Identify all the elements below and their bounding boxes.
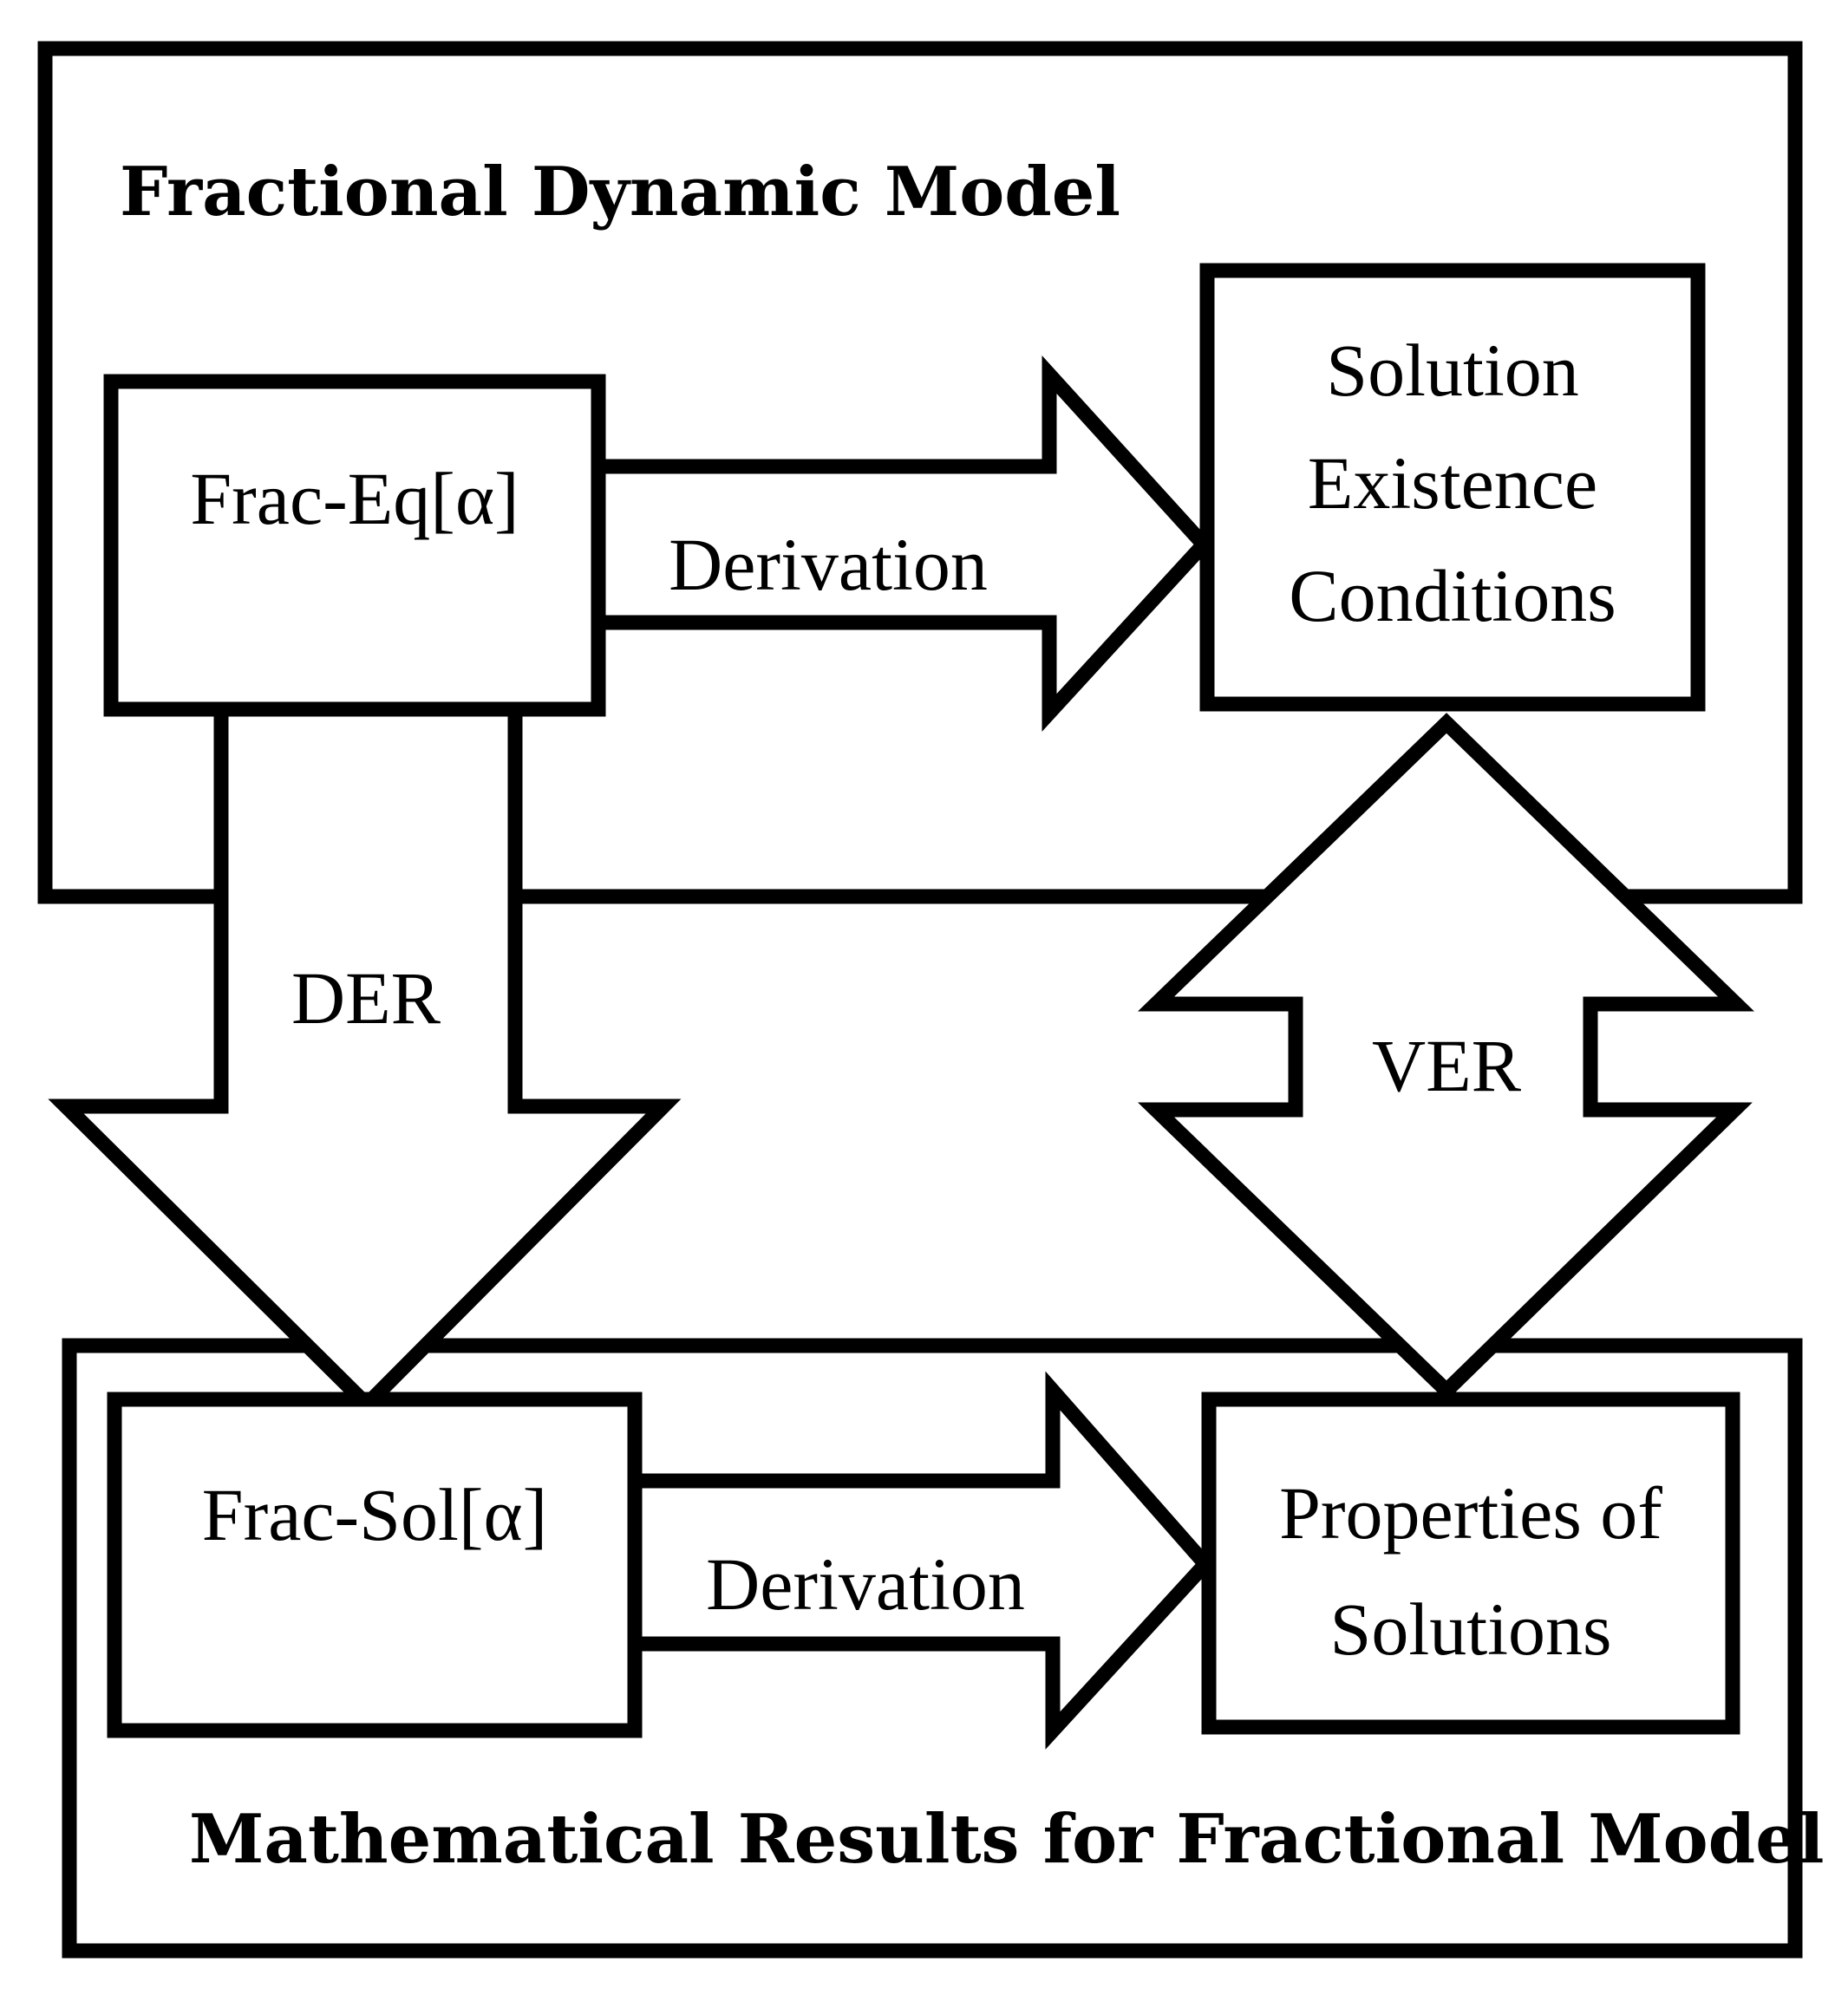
arrow-derivation-top: Derivation bbox=[573, 355, 1214, 732]
arrow-label: DER bbox=[291, 956, 441, 1040]
arrow-shape bbox=[608, 1371, 1216, 1750]
node-box bbox=[1201, 1392, 1740, 1735]
node-solution-existence-conditions: Solution Existence Conditions bbox=[1199, 263, 1706, 712]
node-label-line: Solutions bbox=[1330, 1587, 1612, 1671]
node-frac-sol: Frac-Sol[α] bbox=[107, 1392, 643, 1738]
region-border bbox=[62, 1338, 1803, 1959]
arrow-derivation-bottom: Derivation bbox=[608, 1371, 1216, 1750]
region-title: Fractional Dynamic Model bbox=[120, 153, 1120, 231]
arrow-shape bbox=[1137, 713, 1754, 1401]
arrow-shape bbox=[48, 701, 682, 1416]
node-box bbox=[1199, 263, 1706, 712]
arrow-der: DER bbox=[48, 701, 682, 1416]
region-fractional-dynamic-model: Fractional Dynamic Model bbox=[37, 41, 1803, 904]
arrow-label: Derivation bbox=[706, 1542, 1025, 1626]
node-box bbox=[107, 1392, 643, 1738]
node-label-line: Solution bbox=[1326, 329, 1579, 412]
arrow-label: VER bbox=[1372, 1024, 1522, 1107]
arrow-shape bbox=[573, 355, 1214, 732]
node-label-line: Existence bbox=[1308, 441, 1597, 525]
node-label-line: Properties of bbox=[1279, 1471, 1662, 1555]
node-frac-eq: Frac-Eq[α] bbox=[103, 374, 606, 717]
node-label-line: Frac-Sol[α] bbox=[202, 1473, 548, 1556]
region-mathematical-results: Mathematical Results for Fractional Mode… bbox=[62, 1338, 1824, 1959]
region-border bbox=[37, 41, 1803, 904]
arrow-ver: VER bbox=[1137, 713, 1754, 1401]
arrow-label: Derivation bbox=[669, 523, 988, 606]
node-label-line: Frac-Eq[α] bbox=[190, 457, 519, 540]
region-title: Mathematical Results for Fractional Mode… bbox=[189, 1800, 1824, 1879]
node-box bbox=[103, 374, 606, 717]
node-properties-of-solutions: Properties of Solutions bbox=[1201, 1392, 1740, 1735]
node-label-line: Conditions bbox=[1289, 554, 1616, 637]
